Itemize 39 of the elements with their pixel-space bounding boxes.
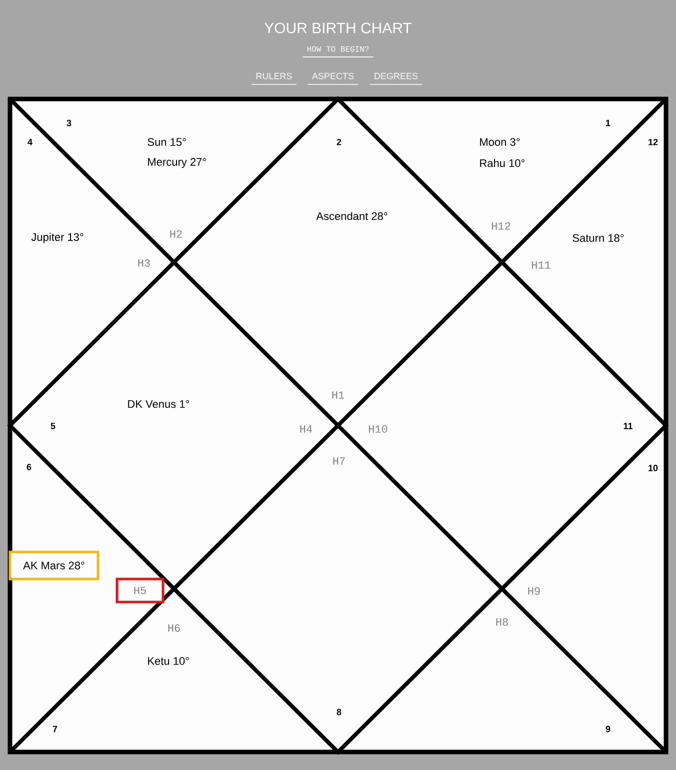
header-link: HOW TO BEGIN? — [302, 46, 374, 58]
house-label: H8 — [496, 618, 508, 626]
sign-number: 6 — [26, 464, 32, 470]
planet-label: Ascendant 28° — [316, 212, 388, 220]
highlight-box: AK Mars 28° — [8, 550, 100, 580]
planet-label: Sun 15° — [148, 138, 186, 146]
planet-label: Saturn 18° — [572, 234, 624, 242]
house-label: H1 — [332, 391, 344, 399]
sign-number: 8 — [336, 708, 342, 716]
highlight-box: H5 — [116, 578, 164, 604]
title: YOUR BIRTH CHART — [264, 22, 412, 34]
sign-number: 4 — [28, 138, 32, 146]
sign-number: 2 — [336, 138, 342, 146]
planet-label: Rahu 10° — [480, 158, 524, 168]
planet-label: DK Venus 1° — [128, 400, 189, 408]
sign-number: 1 — [606, 120, 610, 126]
tab-link: RULERS — [251, 72, 297, 85]
planet-label: Ketu 10° — [148, 657, 189, 665]
tab-link: DEGREES — [369, 72, 423, 85]
house-label: H3 — [138, 259, 150, 267]
house-label: H4 — [300, 425, 312, 433]
sign-number: 11 — [624, 422, 632, 430]
planet-label: Mercury 27° — [148, 158, 206, 168]
sign-number: 12 — [648, 138, 658, 146]
house-label: H7 — [333, 457, 345, 465]
house-label: H6 — [168, 624, 180, 632]
sign-number: 3 — [66, 120, 72, 126]
house-label: H10 — [368, 425, 388, 433]
house-label: H2 — [170, 230, 182, 238]
planet-label: Moon 3° — [480, 138, 520, 146]
sign-number: 9 — [606, 726, 610, 732]
sign-number: 7 — [52, 726, 58, 732]
planet-label: Jupiter 13° — [31, 232, 84, 244]
sign-number: 5 — [50, 422, 56, 430]
house-label: H11 — [532, 261, 550, 269]
house-label: H9 — [528, 587, 540, 595]
tab-link: ASPECTS — [307, 72, 359, 85]
sign-number: 10 — [648, 464, 658, 472]
house-label: H12 — [492, 222, 510, 230]
